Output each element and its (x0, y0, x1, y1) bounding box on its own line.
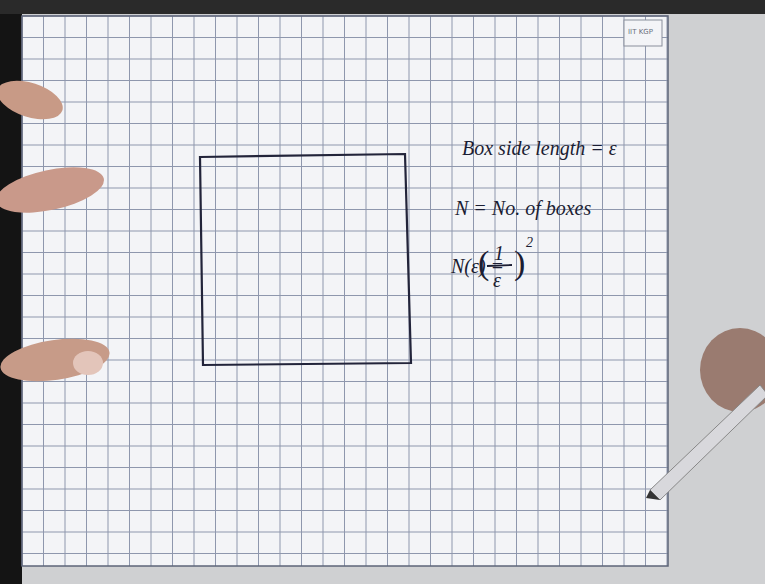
right-hand-with-pen (646, 328, 765, 500)
grid-line (22, 510, 668, 511)
grid-line (22, 274, 668, 275)
grid-line (22, 381, 668, 382)
parenthesis: ) (514, 246, 525, 280)
grid-line (22, 553, 668, 554)
grid-line (108, 16, 109, 566)
grid-line (22, 102, 668, 103)
grid-line (22, 231, 668, 232)
grid-line (22, 338, 668, 339)
grid-line (22, 360, 668, 361)
grid-line (22, 317, 668, 318)
grid-line (602, 16, 603, 566)
grid-line (22, 80, 668, 81)
grid-line (22, 424, 668, 425)
grid-lines (22, 16, 668, 566)
parenthesis: ( (478, 246, 489, 280)
grid-line (65, 16, 66, 566)
grid-line (258, 16, 259, 566)
grid-line (86, 16, 87, 566)
grid-line (22, 446, 668, 447)
grid-line (645, 16, 646, 566)
grid-line (452, 16, 453, 566)
grid-line (495, 16, 496, 566)
grid-line (215, 16, 216, 566)
grid-line (538, 16, 539, 566)
left-hand (0, 73, 112, 387)
grid-line (22, 188, 668, 189)
grid-line (22, 295, 668, 296)
grid-line (22, 403, 668, 404)
graph-paper (22, 16, 668, 566)
denominator: ε (493, 270, 501, 290)
definition-note: N = No. of boxes (455, 198, 591, 218)
grid-line (280, 16, 281, 566)
grid-line (473, 16, 474, 566)
grid-line (22, 252, 668, 253)
grid-line (559, 16, 560, 566)
grid-line (624, 16, 625, 566)
grid-line (366, 16, 367, 566)
grid-line (22, 489, 668, 490)
definition-note: Box side length = ε (462, 138, 617, 158)
grid-line (172, 16, 173, 566)
logo-text: IIT KGP (628, 29, 653, 36)
grid-line (129, 16, 130, 566)
grid-line (22, 166, 668, 167)
numerator: 1 (494, 243, 504, 263)
grid-line (430, 16, 431, 566)
grid-line (22, 59, 668, 60)
grid-line (237, 16, 238, 566)
grid-line (22, 532, 668, 533)
grid-line (194, 16, 195, 566)
paper-border (22, 16, 668, 566)
hand-drawn-square (200, 154, 411, 365)
logo-box (624, 20, 662, 46)
grid-line (387, 16, 388, 566)
grid-line (323, 16, 324, 566)
grid-line (581, 16, 582, 566)
grid-line (22, 37, 668, 38)
grid-line (22, 123, 668, 124)
grid-line (151, 16, 152, 566)
grid-line (301, 16, 302, 566)
exponent: 2 (526, 236, 533, 250)
dark-top (0, 0, 765, 14)
grid-line (22, 467, 668, 468)
grid-line (344, 16, 345, 566)
grid-line (516, 16, 517, 566)
